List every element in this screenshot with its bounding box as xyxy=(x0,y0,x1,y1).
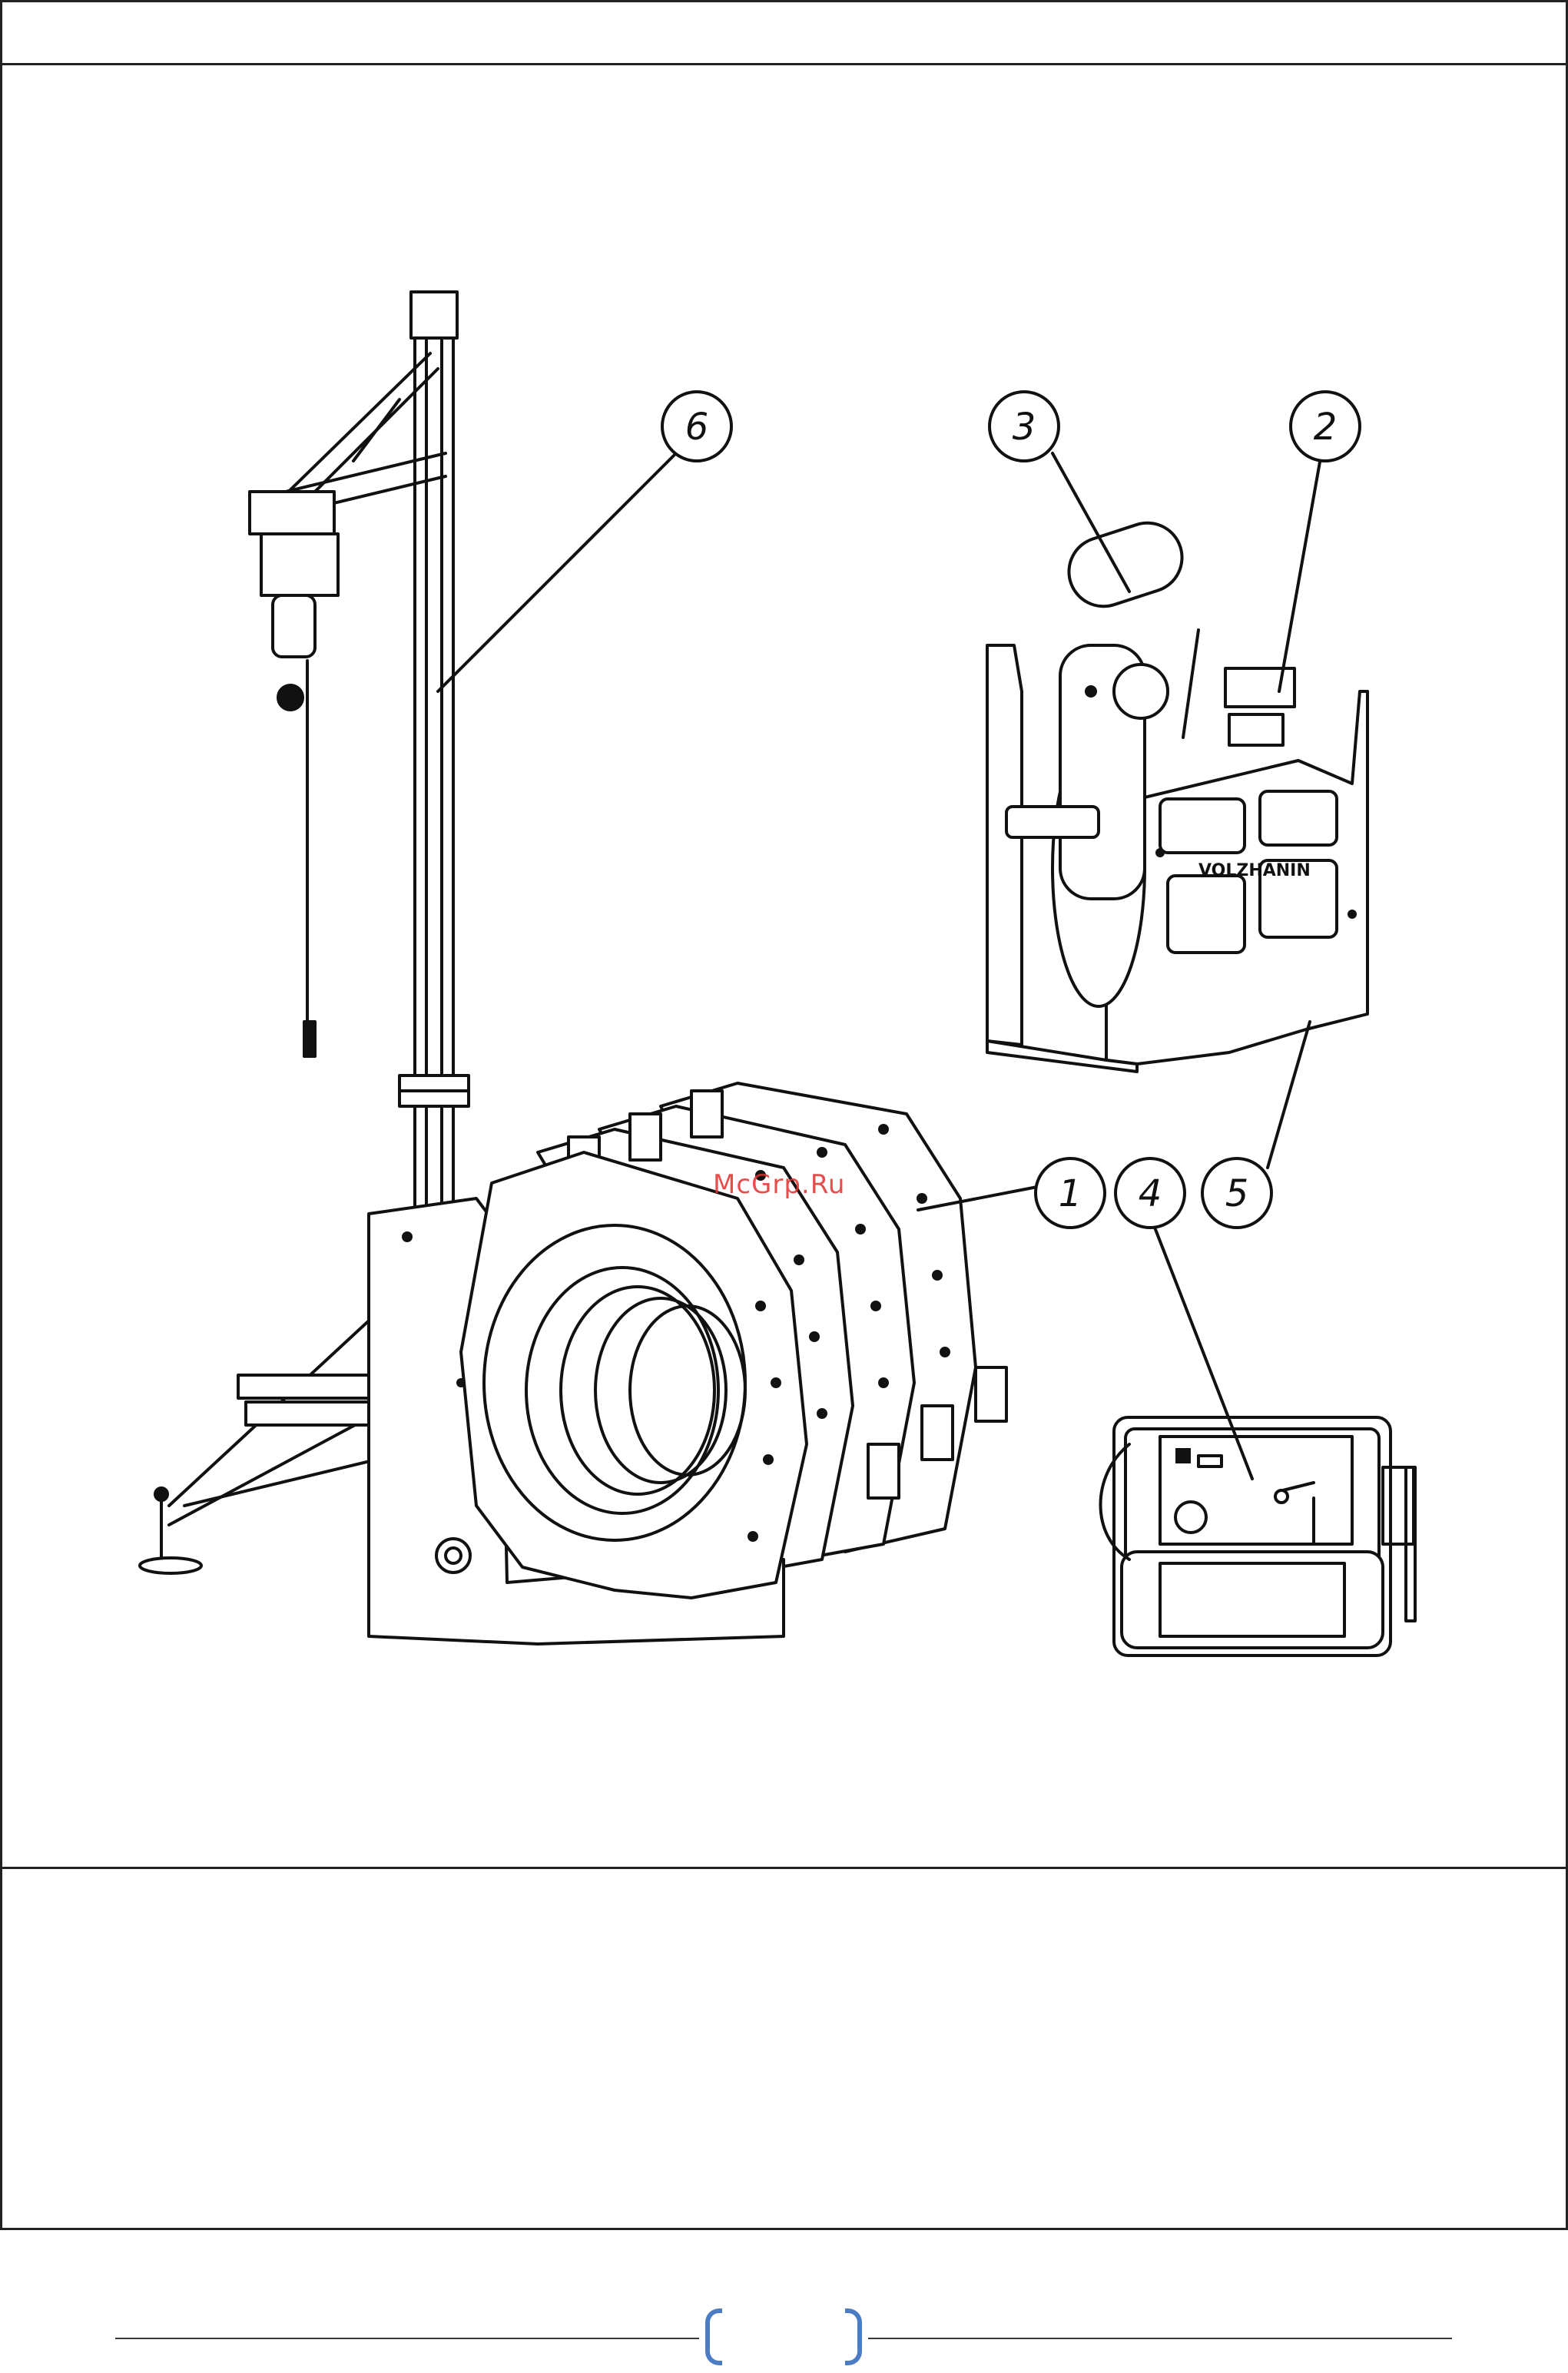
callout-5: 5 xyxy=(1202,1158,1271,1228)
jib-crane xyxy=(250,292,469,1221)
callout-3: 3 xyxy=(990,392,1059,461)
hydraulic-unit xyxy=(1101,1417,1416,1655)
top-border xyxy=(0,0,1568,2)
callout-3-label: 3 xyxy=(1013,406,1036,449)
watermark-text: McGrp.Ru xyxy=(713,1169,845,1200)
callout-4: 4 xyxy=(1116,1158,1185,1228)
footer-brace-right xyxy=(845,2308,862,2365)
callout-1-label: 1 xyxy=(1059,1172,1082,1215)
callout-2-label: 2 xyxy=(1314,406,1338,449)
callout-5-label: 5 xyxy=(1225,1172,1249,1215)
footer-rule-left xyxy=(115,2338,699,2339)
callout-6: 6 xyxy=(662,392,731,461)
caption-divider xyxy=(0,1867,1568,1869)
callout-4-label: 4 xyxy=(1139,1172,1162,1215)
trimmer-stand: VOLZHANIN xyxy=(987,514,1367,1072)
callout-1: 1 xyxy=(1036,1158,1105,1228)
equipment-illustration: VOLZHANIN xyxy=(0,65,1568,1867)
callout-2: 2 xyxy=(1291,392,1360,461)
tripod-base xyxy=(140,1314,376,1573)
brand-text: VOLZHANIN xyxy=(1198,861,1311,880)
callout-6-label: 6 xyxy=(685,406,709,449)
machine-frame xyxy=(369,1083,1006,1644)
footer-brace-left xyxy=(705,2308,722,2365)
footer-rule-right xyxy=(868,2338,1452,2339)
